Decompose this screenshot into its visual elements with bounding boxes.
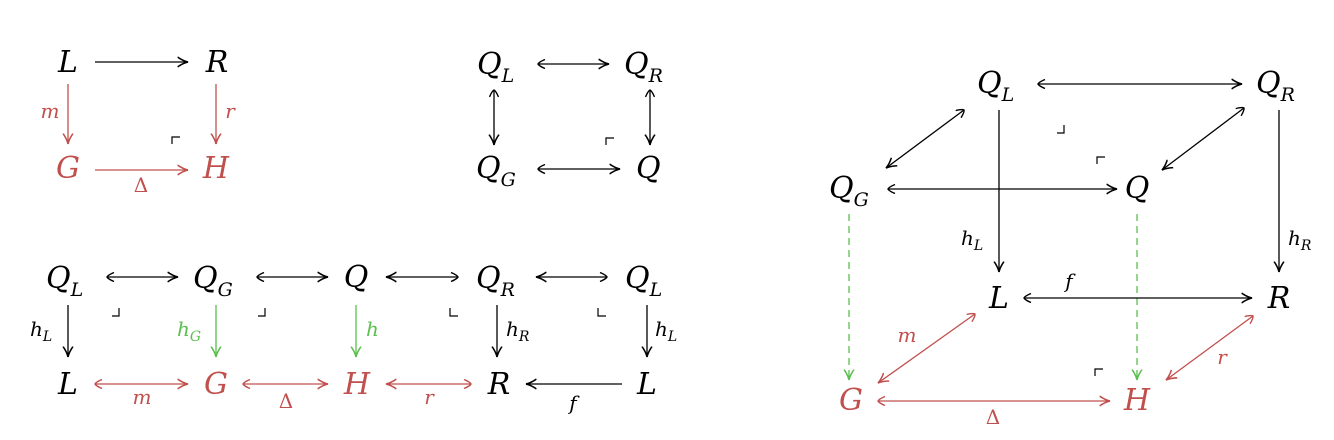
square-pushout: L R G H m r Δ (41, 45, 237, 197)
node-H: H (343, 367, 371, 402)
pushout-corner (605, 137, 614, 145)
node-QR: QR (476, 261, 515, 301)
node-H: H (202, 151, 230, 186)
label-m: m (898, 323, 917, 347)
node-L: L (57, 45, 78, 80)
node-H: H (1123, 383, 1151, 418)
arrow-QR-Q (1162, 108, 1244, 170)
pullback-corner-2 (258, 308, 266, 317)
label-delta: Δ (986, 405, 1000, 429)
node-QL-right: QL (625, 261, 662, 301)
node-G: G (839, 383, 863, 418)
label-hG: hG (177, 317, 201, 345)
node-R: R (205, 45, 229, 80)
label-m: m (133, 385, 152, 409)
node-QR: QR (1256, 66, 1295, 106)
label-r: r (225, 99, 236, 123)
label-delta: Δ (134, 173, 148, 197)
square-Q: QL QR QG Q (476, 47, 663, 191)
label-hL-left: hL (30, 317, 52, 345)
node-R: R (1267, 281, 1291, 316)
node-Q: Q (1125, 171, 1150, 206)
node-G: G (204, 367, 228, 402)
label-delta: Δ (279, 389, 293, 413)
label-m: m (41, 99, 60, 123)
node-QL: QL (977, 66, 1014, 106)
arrow-r (1166, 316, 1253, 380)
node-QG: QG (829, 171, 869, 211)
node-QL: QL (477, 47, 514, 87)
node-L: L (988, 281, 1009, 316)
node-R: R (487, 367, 511, 402)
arrow-m (878, 314, 975, 383)
pullback-corner (1057, 125, 1065, 134)
label-r: r (1217, 345, 1228, 369)
node-QR: QR (624, 47, 663, 87)
node-QG: QG (193, 261, 233, 301)
label-h: h (366, 317, 379, 341)
node-QG: QG (476, 151, 516, 191)
pushout-corner (171, 136, 180, 144)
label-hL-right: hL (655, 317, 677, 345)
label-f: f (1063, 269, 1076, 293)
cube-diagram: QL QR QG Q L R G H hL hR f m r Δ (829, 66, 1312, 429)
label-hR: hR (1288, 226, 1312, 254)
node-Q: Q (344, 260, 369, 295)
label-hR: hR (506, 317, 530, 345)
label-hL: hL (961, 226, 983, 254)
pullback-corner-3 (449, 308, 458, 317)
pullback-corner-1 (112, 308, 120, 317)
pullback-corner-4 (597, 308, 606, 317)
row-diagram: QL QG Q QR QL L G H R L hL hG h hR hL m (30, 260, 677, 415)
label-r: r (424, 385, 435, 409)
pushout-corner-bottom (1094, 368, 1103, 376)
label-f: f (567, 391, 580, 415)
node-Q: Q (636, 151, 661, 186)
pushout-corner-top (1096, 156, 1105, 164)
node-G: G (56, 151, 80, 186)
node-L-left: L (57, 367, 78, 402)
node-L-right: L (636, 367, 657, 402)
node-QL-left: QL (46, 261, 83, 301)
arrow-QL-QG (886, 110, 964, 168)
